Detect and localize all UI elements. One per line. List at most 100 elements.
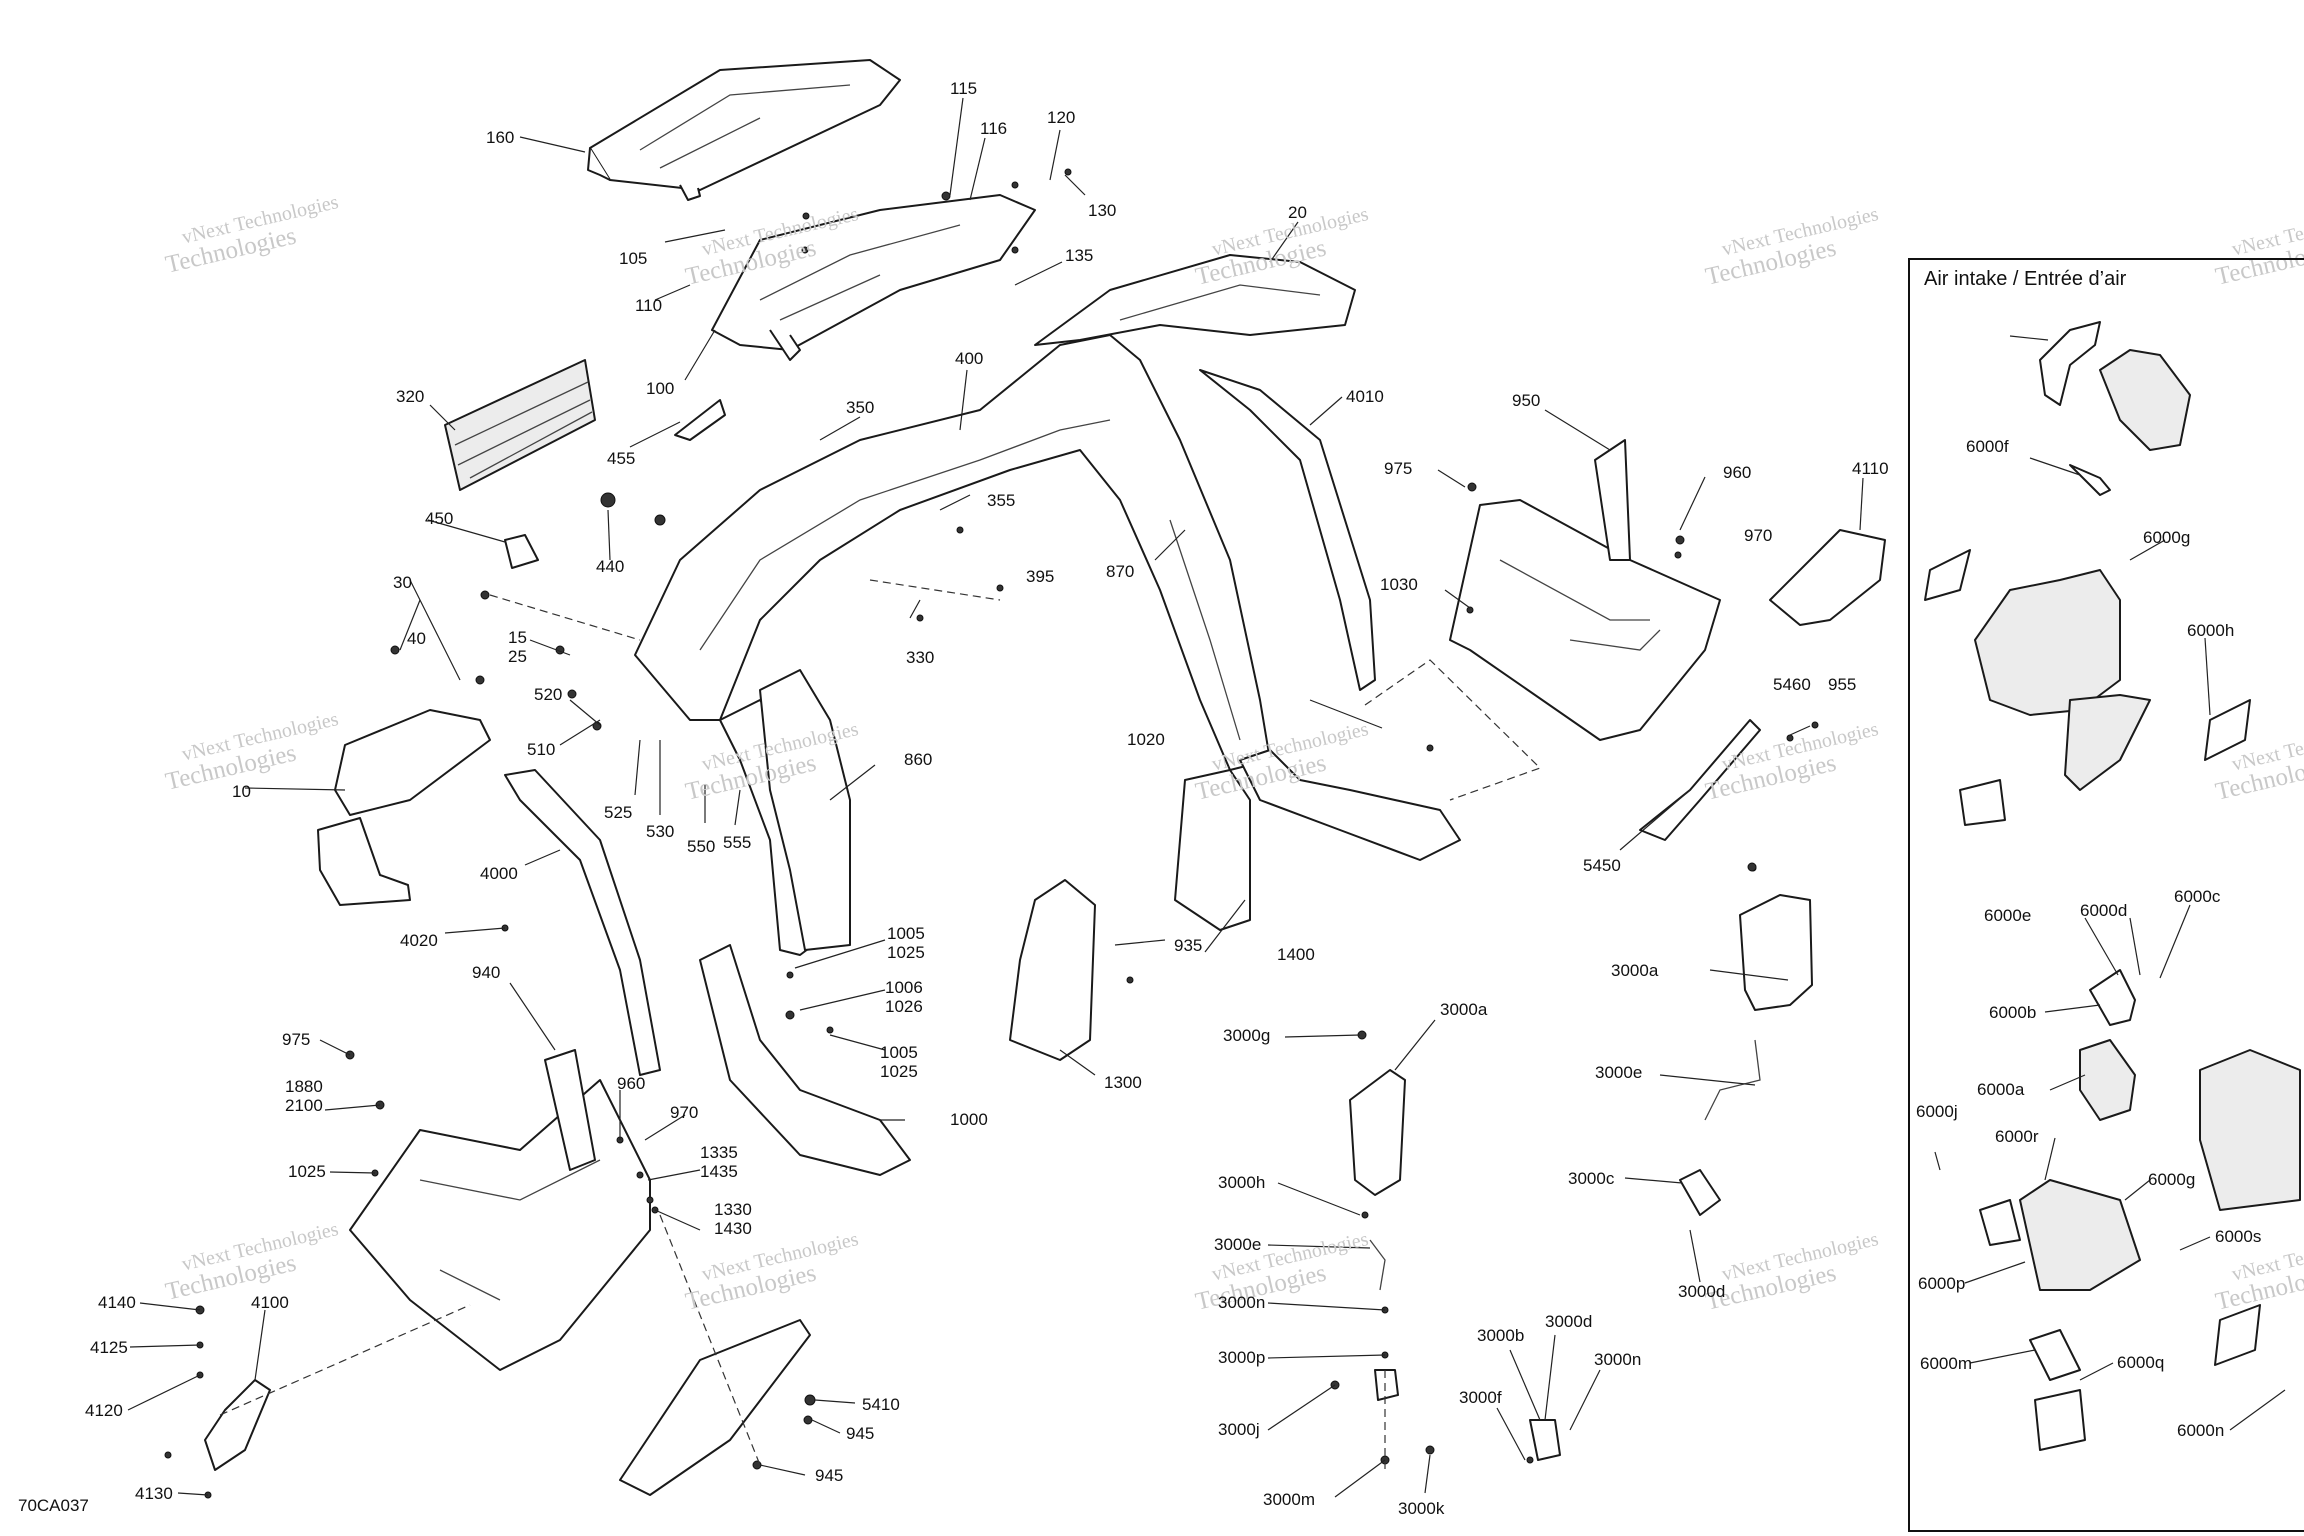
callout: 4125 bbox=[90, 1338, 128, 1357]
callout: 135 bbox=[1065, 246, 1094, 265]
callout: 350 bbox=[846, 398, 875, 417]
part-20-hood bbox=[1034, 254, 1356, 346]
callout: 6000s bbox=[2215, 1227, 2262, 1246]
callout: 455 bbox=[607, 449, 636, 468]
callout: 970 bbox=[670, 1103, 699, 1122]
callout: 4120 bbox=[85, 1401, 123, 1420]
drawing-reference-code: 70CA037 bbox=[18, 1496, 89, 1515]
callout: 110 bbox=[635, 296, 663, 315]
callout: 975 bbox=[282, 1030, 311, 1049]
callout: 935 bbox=[1174, 936, 1203, 955]
callout: 6000b bbox=[1989, 1003, 2037, 1022]
callout: 6000g bbox=[2143, 528, 2191, 547]
callout: 555 bbox=[723, 833, 752, 852]
part-1020-floor-rail bbox=[1239, 749, 1461, 861]
callout: 3000j bbox=[1218, 1420, 1260, 1439]
callout: 6000e bbox=[1984, 906, 2032, 925]
callout: 450 bbox=[425, 509, 454, 528]
part-5410-skid bbox=[619, 1319, 811, 1496]
callout: 950 bbox=[1512, 391, 1541, 410]
callout: 1020 bbox=[1127, 730, 1165, 749]
part-455-pad bbox=[674, 399, 726, 441]
callout: 320 bbox=[396, 387, 425, 406]
callout: 975 bbox=[1384, 459, 1413, 478]
callout: 6000f bbox=[1966, 437, 2009, 456]
callout: 3000k bbox=[1398, 1499, 1445, 1518]
part-4000-fender bbox=[504, 769, 661, 1076]
callout: 4130 bbox=[135, 1484, 173, 1503]
callout: 1000 bbox=[950, 1110, 988, 1129]
callout: 3000b bbox=[1477, 1326, 1525, 1345]
part-1000-rocker bbox=[699, 944, 911, 1176]
callout: 115 bbox=[950, 79, 978, 98]
alignment-lines bbox=[219, 579, 1542, 1470]
callout: 3000f bbox=[1459, 1388, 1502, 1407]
callout: 3000g bbox=[1223, 1026, 1271, 1045]
callout: 6000n bbox=[2177, 1421, 2225, 1440]
callout: 6000c bbox=[2174, 887, 2221, 906]
callout: 3000n bbox=[1594, 1350, 1642, 1369]
callout: 5460 bbox=[1773, 675, 1811, 694]
part-860-tunnel bbox=[759, 669, 851, 951]
callout: 1300 bbox=[1104, 1073, 1142, 1092]
callout: 4110 bbox=[1852, 459, 1889, 478]
air-intake-inset: Air intake / Entrée d’air bbox=[1908, 258, 2304, 1532]
callout: 1025 bbox=[288, 1162, 326, 1181]
part-5450-panel bbox=[1639, 719, 1761, 841]
callout: 6000g bbox=[2148, 1170, 2196, 1189]
callout: 4100 bbox=[251, 1293, 289, 1312]
callout: 550 bbox=[687, 837, 716, 856]
callout: 120 bbox=[1047, 108, 1076, 127]
part-1300-side-panel bbox=[1009, 879, 1096, 1061]
inset-title: Air intake / Entrée d’air bbox=[1924, 268, 2127, 290]
part-100-dashboard-upper bbox=[711, 194, 1036, 361]
inset-air-intake-parts bbox=[1924, 321, 2301, 1451]
callout: 100 bbox=[646, 379, 675, 398]
callout: 6000q bbox=[2117, 1353, 2165, 1372]
callout: 6000d bbox=[2080, 901, 2128, 920]
callout: 3000d bbox=[1545, 1312, 1593, 1331]
callout: 355 bbox=[987, 491, 1016, 510]
callout: 1030 bbox=[1380, 575, 1418, 594]
callout: 5410 bbox=[862, 1395, 900, 1414]
callout: 860 bbox=[904, 750, 933, 769]
callout: 30 bbox=[393, 573, 412, 592]
part-400-main-body bbox=[634, 334, 1271, 956]
callout: 6000p bbox=[1918, 1274, 1966, 1293]
callout: 330 bbox=[906, 648, 935, 667]
callout: 945 bbox=[846, 1424, 875, 1443]
part-4110-bracket bbox=[1769, 529, 1886, 626]
callout: 4010 bbox=[1346, 387, 1384, 406]
callout: 3000p bbox=[1218, 1348, 1266, 1367]
callout: 105 bbox=[619, 249, 648, 268]
part-3000e-mirror-arm bbox=[1369, 1039, 1761, 1461]
callout: 3000c bbox=[1568, 1169, 1615, 1188]
callout: 3000e bbox=[1214, 1235, 1262, 1254]
callout: 3000n bbox=[1218, 1293, 1266, 1312]
leader-lines bbox=[127, 97, 1864, 1498]
part-450-pad bbox=[504, 534, 539, 569]
part-320-grille bbox=[444, 359, 596, 491]
callout: 160 bbox=[486, 128, 515, 147]
callout: 3000e bbox=[1595, 1063, 1643, 1082]
callout: 4140 bbox=[98, 1293, 136, 1312]
part-3000a-mirror-right bbox=[1739, 894, 1813, 1011]
part-950-storage-bin bbox=[1449, 439, 1721, 741]
part-4100-bracket bbox=[204, 1379, 271, 1471]
callout: 960 bbox=[617, 1074, 646, 1093]
callout: 6000r bbox=[1995, 1127, 2039, 1146]
callout: 870 bbox=[1106, 562, 1135, 581]
callout: 945 bbox=[815, 1466, 844, 1485]
callout: 395 bbox=[1026, 567, 1055, 586]
callout: 40 bbox=[407, 629, 426, 648]
callout: 530 bbox=[646, 822, 675, 841]
part-940-lower-bin bbox=[349, 1049, 651, 1371]
part-4010-trim bbox=[1199, 369, 1376, 691]
callout: 10 bbox=[232, 782, 251, 801]
callout: 510 bbox=[527, 740, 556, 759]
